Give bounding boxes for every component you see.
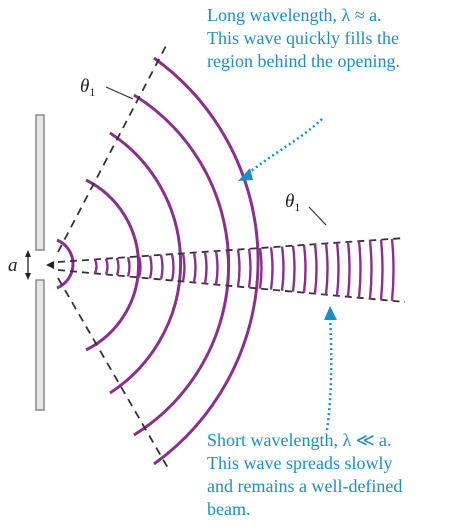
short-wavefront bbox=[368, 240, 373, 299]
short-wavefront bbox=[324, 243, 329, 295]
long-wave-pointer bbox=[244, 118, 323, 177]
caption-line: and remains a well-defined bbox=[207, 476, 403, 496]
short-wave-pointer-head bbox=[324, 306, 337, 320]
caption-line: region behind the opening. bbox=[207, 51, 400, 71]
barrier-upper bbox=[35, 114, 45, 251]
short-wavefront bbox=[203, 251, 208, 284]
short-wave-fronts bbox=[93, 238, 395, 301]
short-wavefront bbox=[159, 254, 164, 280]
short-wavefront bbox=[214, 250, 219, 285]
short-wavefront bbox=[280, 246, 285, 291]
long-wavefront-3 bbox=[109, 131, 183, 395]
short-wavefront bbox=[313, 244, 318, 294]
short-wavefront bbox=[115, 257, 120, 276]
caption-line: This wave quickly fills the bbox=[207, 28, 399, 48]
short-wavefront bbox=[291, 245, 296, 292]
long-wavelength-caption: Long wavelength, λ ≈ a. This wave quickl… bbox=[207, 4, 400, 73]
angle-long-leader bbox=[105, 86, 134, 100]
short-wavefront bbox=[346, 241, 351, 297]
aperture-arrow-down bbox=[25, 273, 31, 280]
long-wave-lower-boundary bbox=[57, 277, 169, 469]
short-wavefront bbox=[181, 253, 186, 282]
short-wavefront bbox=[104, 258, 109, 275]
barrier-lower bbox=[35, 279, 45, 411]
long-wave-pointer-head bbox=[238, 168, 253, 181]
short-wave-lower-boundary bbox=[57, 269, 406, 303]
short-wavefront bbox=[126, 256, 131, 277]
short-wavefront bbox=[335, 242, 340, 296]
caption-line: This wave spreads slowly bbox=[207, 453, 393, 473]
long-wavefront-5 bbox=[153, 56, 260, 466]
caption-line: Short wavelength, λ ≪ a. bbox=[207, 430, 392, 450]
short-wavefront bbox=[258, 247, 263, 289]
long-wavefront-1 bbox=[56, 238, 75, 290]
caption-line: beam. bbox=[207, 499, 251, 519]
opening-arrow bbox=[46, 261, 54, 269]
aperture-width-label: a bbox=[8, 255, 18, 276]
caption-line: Long wavelength, λ ≈ a. bbox=[207, 5, 382, 25]
short-wavelength-caption: Short wavelength, λ ≪ a. This wave sprea… bbox=[207, 429, 402, 521]
short-wavefront bbox=[137, 256, 142, 278]
short-wavefront bbox=[247, 248, 252, 288]
short-wavefront bbox=[148, 255, 153, 279]
short-wavefront bbox=[379, 239, 384, 300]
short-wavefront bbox=[170, 253, 175, 281]
long-wavefront-2 bbox=[85, 178, 141, 352]
short-wavefront bbox=[93, 258, 98, 274]
short-wave-upper-boundary bbox=[57, 237, 406, 263]
short-wavefront bbox=[302, 244, 307, 293]
short-wavefront bbox=[192, 252, 197, 283]
short-wave-pointer bbox=[325, 317, 333, 431]
short-wavefront bbox=[236, 249, 241, 287]
short-wavefront bbox=[390, 238, 395, 301]
angle-long-label: θ1 bbox=[80, 76, 95, 99]
long-wave-upper-boundary bbox=[57, 41, 169, 253]
aperture-arrow-up bbox=[25, 250, 31, 257]
angle-short-leader bbox=[308, 206, 327, 226]
short-wavefront bbox=[225, 250, 230, 286]
short-wavefront bbox=[357, 241, 362, 298]
short-wavefront bbox=[269, 247, 274, 290]
angle-short-label: θ1 bbox=[285, 191, 300, 214]
